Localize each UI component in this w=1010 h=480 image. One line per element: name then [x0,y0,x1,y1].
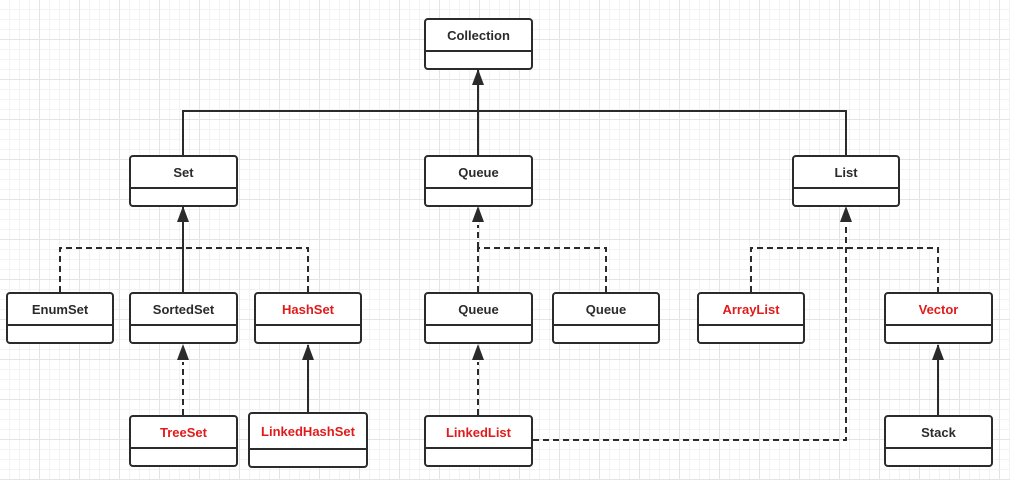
hashset-node[interactable]: HashSet [254,292,362,344]
linkedhashset-node[interactable]: LinkedHashSet [248,412,368,468]
arrowhead-queue [472,206,484,222]
queue-child-node-1[interactable]: Queue [424,292,533,344]
arrowhead-sortedset [177,344,189,360]
edge-set-to-collection [182,110,847,155]
stack-node[interactable]: Stack [884,415,993,467]
edge-enumset-to-set [59,247,309,292]
arrowhead-set [177,206,189,222]
treeset-node[interactable]: TreeSet [129,415,238,467]
list-label: List [794,157,898,189]
arrowhead-collection [472,69,484,85]
vector-label: Vector [886,294,991,326]
arrowhead-queue-child [472,344,484,360]
arrowhead-vector [932,344,944,360]
queue-node[interactable]: Queue [424,155,533,207]
queue-child-node-2[interactable]: Queue [552,292,660,344]
collection-label: Collection [426,20,531,52]
treeset-label: TreeSet [131,417,236,449]
stack-label: Stack [886,417,991,449]
sortedset-node[interactable]: SortedSet [129,292,238,344]
linkedhashset-label: LinkedHashSet [250,414,366,450]
arrowhead-hashset [302,344,314,360]
arraylist-label: ArrayList [699,294,803,326]
set-node[interactable]: Set [129,155,238,207]
linkedlist-node[interactable]: LinkedList [424,415,533,467]
sortedset-label: SortedSet [131,294,236,326]
enumset-label: EnumSet [8,294,112,326]
linkedlist-label: LinkedList [426,417,531,449]
arrowhead-list [840,206,852,222]
enumset-node[interactable]: EnumSet [6,292,114,344]
arraylist-node[interactable]: ArrayList [697,292,805,344]
vector-node[interactable]: Vector [884,292,993,344]
queue-label: Queue [426,157,531,189]
queue-child-label-2: Queue [554,294,658,326]
hashset-label: HashSet [256,294,360,326]
edge-linkedlist-to-list [533,225,847,441]
set-label: Set [131,157,236,189]
collection-node[interactable]: Collection [424,18,533,70]
queue-child-label-1: Queue [426,294,531,326]
edge-queues-to-queue [477,247,607,292]
list-node[interactable]: List [792,155,900,207]
edge-arraylist-to-list [750,247,939,292]
